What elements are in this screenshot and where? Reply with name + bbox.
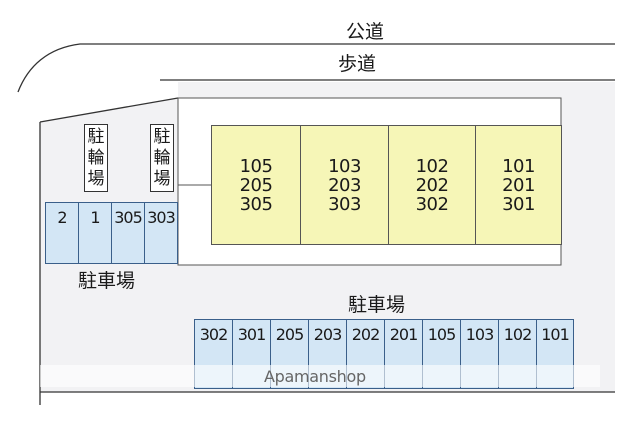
room-number: 201	[502, 174, 535, 196]
building-unit-3: 102 202 302	[388, 125, 476, 245]
room-number: 103	[328, 155, 361, 177]
room-number: 302	[415, 193, 449, 215]
room-number: 303	[328, 193, 361, 215]
room-number: 205	[239, 174, 273, 196]
room-number: 105	[239, 155, 273, 177]
room-number: 101	[502, 155, 535, 177]
bike-1-char-2: 輪	[87, 148, 105, 168]
bike-2-char-2: 輪	[153, 148, 171, 168]
bicycle-parking-2: 駐 輪 場	[150, 124, 174, 192]
building-unit-2: 103 203 303	[300, 125, 389, 245]
room-number: 202	[415, 174, 449, 196]
bike-2-char-1: 駐	[153, 127, 171, 147]
bike-1-char-3: 場	[87, 169, 105, 189]
road-edge-upper	[17, 43, 615, 93]
parking-slot-left: 1	[78, 202, 112, 264]
bike-1-char-1: 駐	[87, 127, 105, 147]
sidewalk-label: 歩道	[338, 53, 377, 75]
parking-bottom-label: 駐車場	[348, 294, 406, 316]
parking-slot-left: 2	[45, 202, 79, 264]
room-number: 305	[239, 193, 273, 215]
bicycle-parking-1: 駐 輪 場	[84, 124, 108, 192]
building-unit-1: 105 205 305	[211, 125, 301, 245]
building-unit-4: 101 201 301	[475, 125, 562, 245]
parking-slot-left: 305	[111, 202, 145, 264]
room-number: 301	[502, 193, 535, 215]
bike-2-char-3: 場	[153, 169, 171, 189]
watermark-band	[40, 365, 600, 387]
site-boundary-top	[39, 97, 179, 123]
room-number: 102	[415, 155, 449, 177]
room-number: 203	[328, 174, 361, 196]
parking-slot-left: 303	[144, 202, 178, 264]
watermark-logo: Apamanshop	[264, 367, 366, 386]
public-road-label: 公道	[346, 21, 385, 43]
parking-left-label: 駐車場	[78, 270, 136, 292]
